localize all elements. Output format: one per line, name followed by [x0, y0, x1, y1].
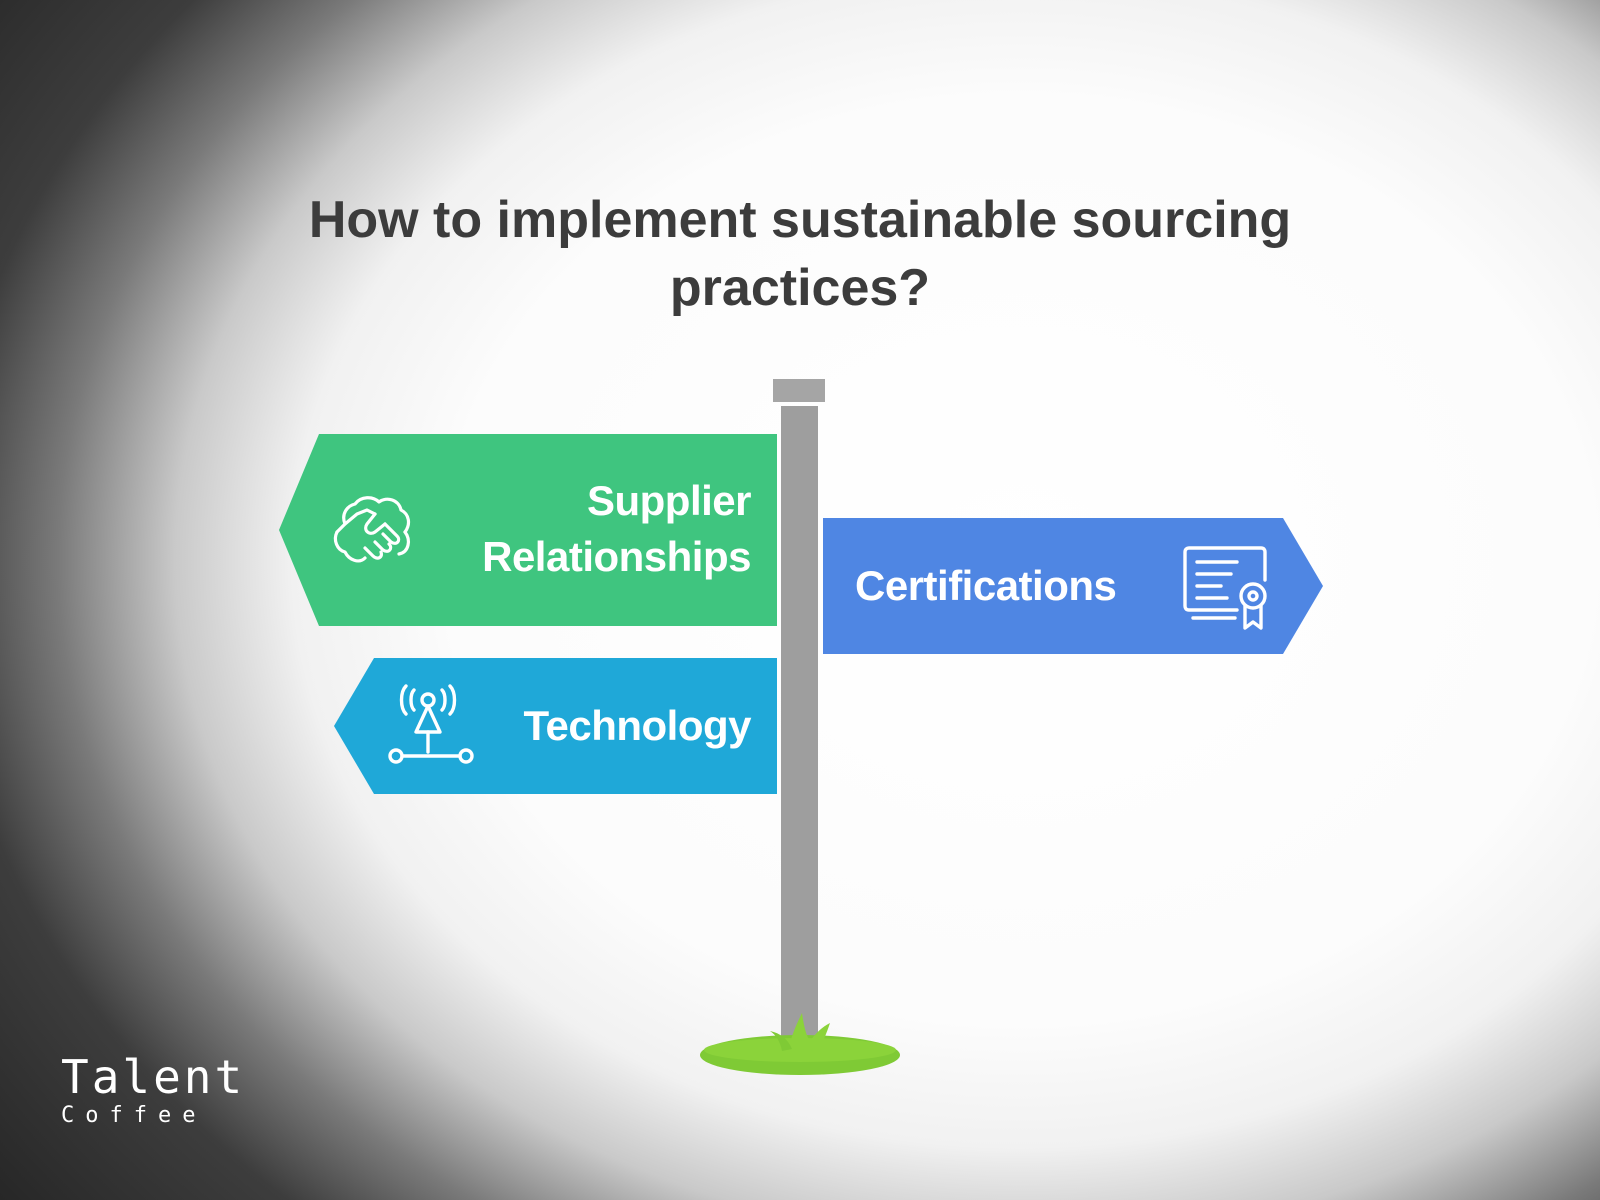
sign-supplier-label-line-1: Supplier	[586, 477, 752, 524]
logo-word-coffee: Coffee	[61, 1103, 207, 1128]
signpost-pole	[781, 406, 818, 1058]
certificate-icon	[1183, 546, 1267, 630]
sign-technology-label: Technology	[523, 702, 751, 749]
logo-word-talent: Talent	[61, 1050, 246, 1104]
page-title: How to implement sustainable sourcing pr…	[200, 186, 1400, 322]
sign-supplier-shape	[279, 434, 777, 626]
antenna-network-icon	[388, 684, 474, 764]
sign-certifications-shape	[823, 518, 1323, 654]
grass-icon	[700, 1013, 900, 1075]
sign-supplier-relationships: Supplier Relationships	[279, 434, 777, 626]
sign-supplier-label: Supplier Relationships	[482, 473, 751, 585]
signpost-cap	[773, 379, 825, 402]
sign-supplier-label-line-2: Relationships	[482, 533, 751, 580]
title-line-2: practices?	[669, 259, 931, 317]
handshake-icon	[333, 496, 411, 563]
sign-technology: Technology	[334, 658, 777, 794]
title-line-1: How to implement sustainable sourcing	[308, 191, 1292, 249]
sign-certifications: Certifications	[823, 518, 1323, 654]
talent-coffee-logo: Talent Coffee	[61, 1052, 281, 1128]
sign-certifications-label: Certifications	[855, 562, 1117, 609]
